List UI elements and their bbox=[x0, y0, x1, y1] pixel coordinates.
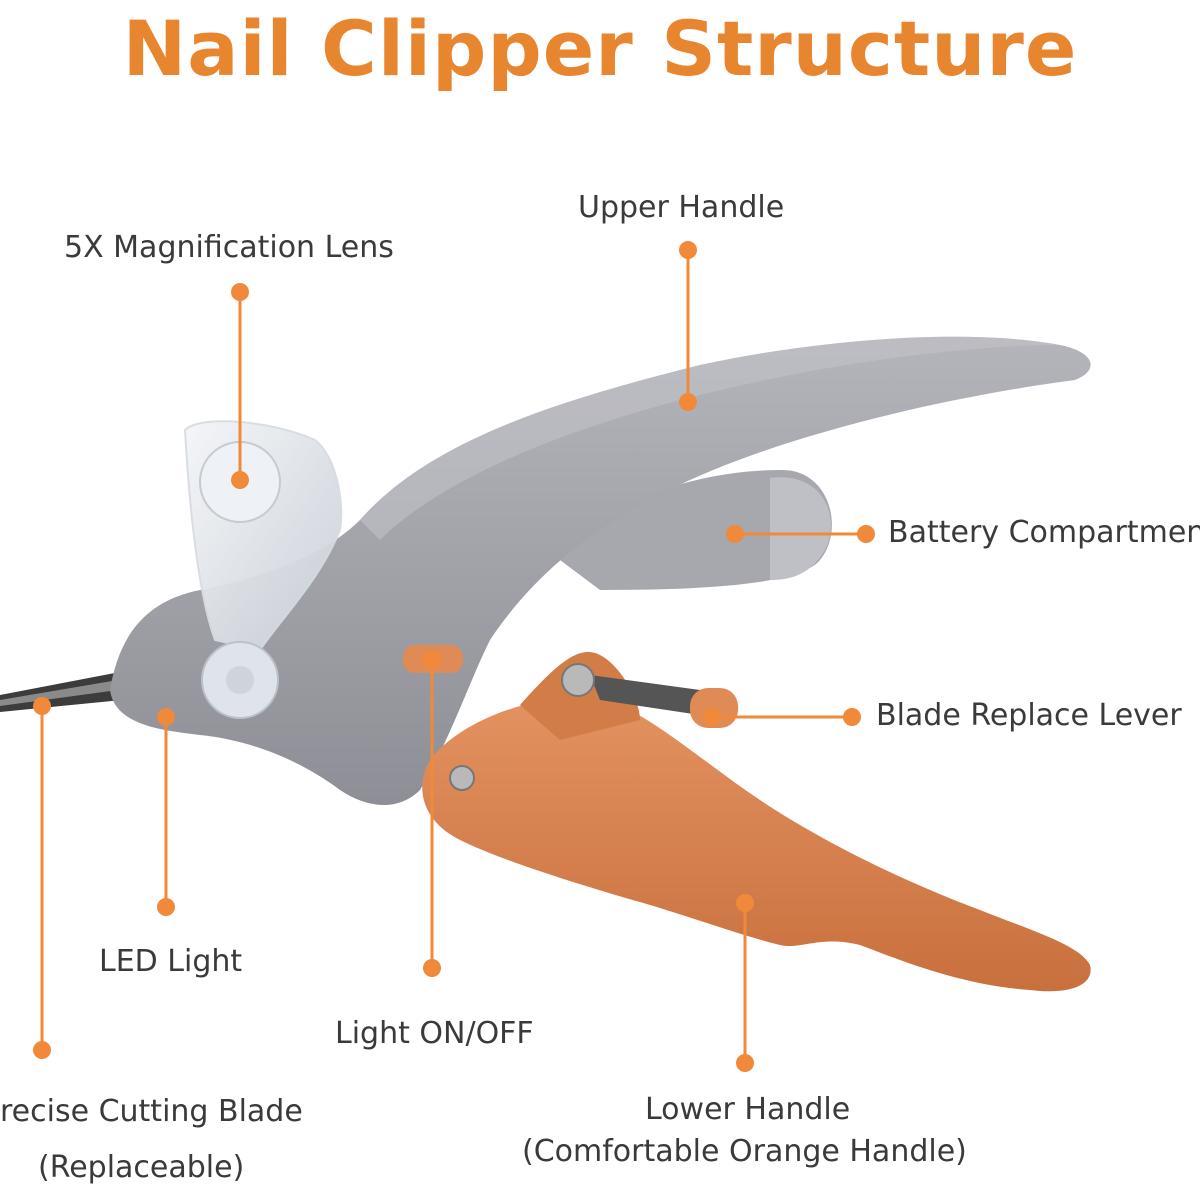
label-led-light: LED Light bbox=[99, 944, 243, 979]
callout-dots bbox=[33, 241, 875, 1072]
label-cutting-blade: recise Cutting Blade bbox=[0, 1094, 303, 1129]
label-battery-compartment: Battery Compartmen bbox=[888, 515, 1200, 550]
label-light-switch: Light ON/OFF bbox=[335, 1016, 534, 1051]
label-magnification-lens: 5X Magnification Lens bbox=[64, 230, 394, 265]
blade-replace-lever bbox=[449, 663, 738, 791]
label-cutting-blade-note: (Replaceable) bbox=[38, 1150, 245, 1185]
cutting-blade bbox=[0, 672, 122, 712]
label-blade-replace-lever: Blade Replace Lever bbox=[876, 698, 1182, 733]
diagram-title: Nail Clipper Structure bbox=[122, 4, 1078, 93]
magnification-lens bbox=[183, 420, 343, 719]
battery-compartment bbox=[560, 469, 832, 590]
label-upper-handle: Upper Handle bbox=[578, 190, 785, 225]
upper-handle bbox=[110, 336, 1091, 805]
leader-lines bbox=[40, 250, 866, 1063]
label-lower-handle: Lower Handle bbox=[645, 1092, 851, 1127]
label-lower-handle-note: (Comfortable Orange Handle) bbox=[522, 1134, 967, 1169]
